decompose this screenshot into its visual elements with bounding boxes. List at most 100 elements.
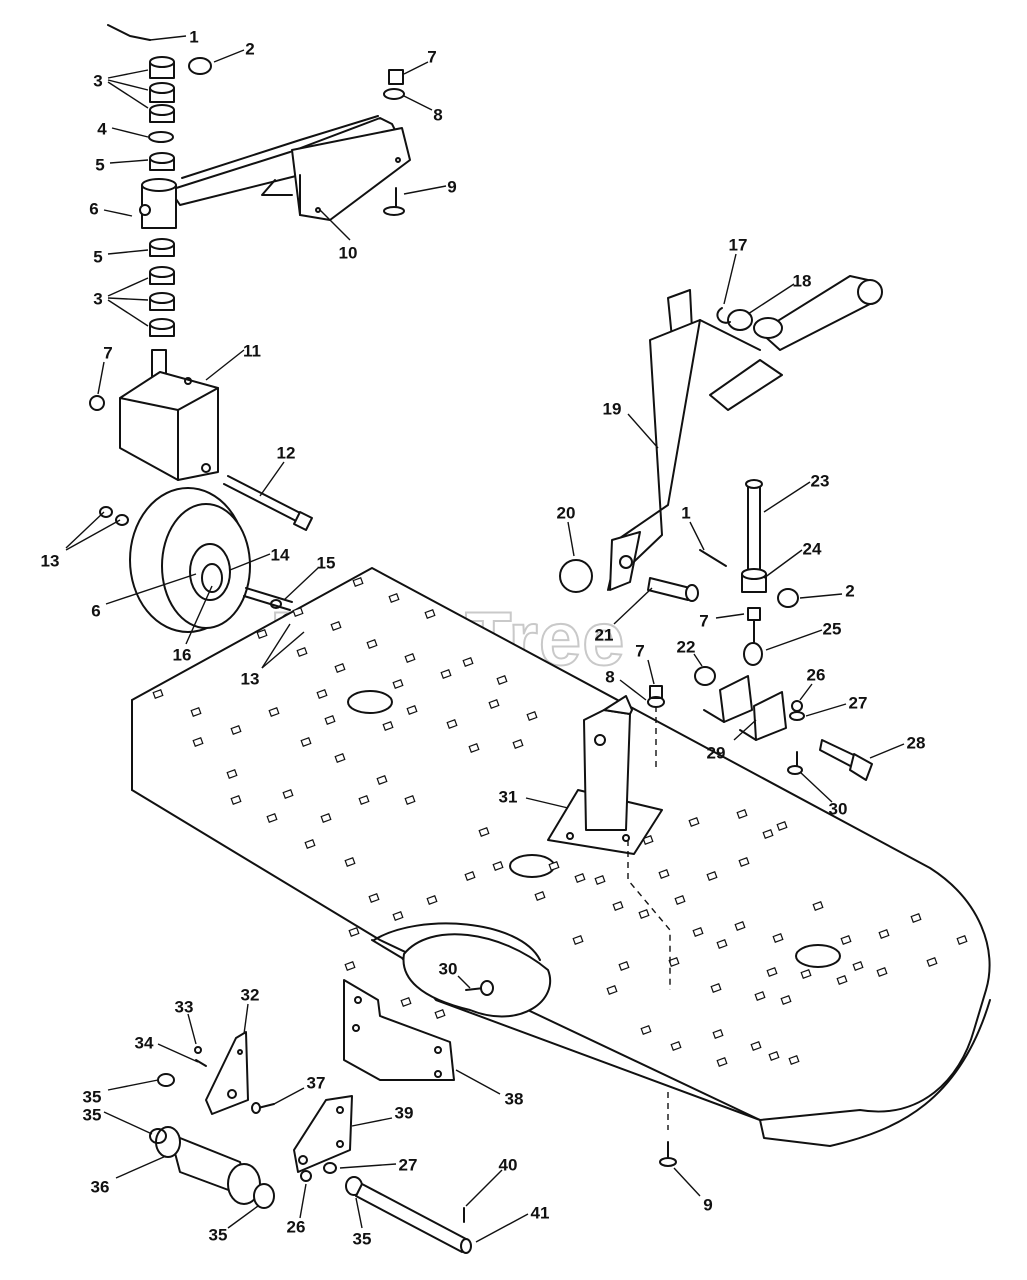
callout-7: 7	[699, 611, 708, 630]
deck-hole	[478, 827, 490, 837]
deck-hole	[736, 809, 748, 819]
leader-line-3	[107, 299, 149, 327]
deck-hole	[192, 737, 204, 747]
leader-line-3	[107, 79, 149, 91]
deck-hole	[574, 873, 586, 883]
leader-line-9	[403, 185, 447, 195]
washer-part-18	[727, 309, 753, 331]
callout-33: 33	[175, 997, 194, 1016]
eyebolt-part-25	[743, 607, 763, 666]
nut-7-washer-8-center	[647, 685, 665, 708]
deck-hole	[706, 871, 718, 881]
deck-hole	[292, 607, 304, 617]
deck-hole	[392, 679, 404, 689]
leader-line-35	[103, 1111, 153, 1135]
leader-line-27	[339, 1163, 397, 1169]
deck-hole	[716, 939, 728, 949]
deck-hole	[776, 821, 788, 831]
leader-line-13	[261, 623, 291, 669]
deck-hole	[424, 609, 436, 619]
leader-line-37	[273, 1087, 305, 1105]
callout-4: 4	[97, 119, 107, 138]
deck-hole	[548, 861, 560, 871]
leader-line-36	[115, 1155, 167, 1179]
deck-hole	[716, 1057, 728, 1067]
leader-line-32	[243, 1003, 249, 1035]
washer-part-35-a	[157, 1073, 175, 1087]
callout-2: 2	[245, 39, 254, 58]
callout-22: 22	[677, 637, 696, 656]
leader-line-13	[65, 519, 121, 551]
leader-line-1	[689, 521, 705, 551]
callout-13: 13	[41, 551, 60, 570]
deck-hole	[426, 895, 438, 905]
leader-line-1	[149, 35, 187, 41]
deck-hole	[152, 689, 164, 699]
callout-41: 41	[531, 1203, 550, 1222]
callout-24: 24	[803, 539, 822, 558]
nut-7-and-washer-8-top	[383, 69, 405, 100]
deck-hole	[368, 893, 380, 903]
deck-hole	[404, 795, 416, 805]
callout-27: 27	[399, 1155, 418, 1174]
deck-hole	[710, 983, 722, 993]
deck-hole	[788, 1055, 800, 1065]
deck-hole	[612, 901, 624, 911]
retaining-ring-part-2a	[188, 57, 212, 75]
deck-hole	[658, 869, 670, 879]
callout-1: 1	[681, 503, 690, 522]
bolt-part-30-center	[465, 980, 494, 996]
deck-hole	[300, 737, 312, 747]
deck-hole	[348, 927, 360, 937]
washer-part-35-c	[253, 1183, 275, 1209]
callout-20: 20	[557, 503, 576, 522]
callout-31: 31	[499, 787, 518, 806]
deck-hole	[434, 1009, 446, 1019]
bolt-part-30-right	[787, 751, 803, 775]
deck-hole	[762, 829, 774, 839]
callout-29: 29	[707, 743, 726, 762]
deck-hole	[910, 913, 922, 923]
callout-39: 39	[395, 1103, 414, 1122]
callout-30: 30	[829, 799, 848, 818]
leader-line-31	[525, 797, 569, 809]
leader-line-25	[765, 629, 823, 651]
deck-hole	[754, 991, 766, 1001]
deck-hole	[400, 997, 412, 1007]
callout-36: 36	[91, 1177, 110, 1196]
leader-line-26	[799, 683, 813, 701]
caster-arm-part-10	[169, 115, 411, 221]
spacer-stack-upper	[148, 56, 175, 171]
nut-part-26-lower	[300, 1170, 312, 1182]
callout-6: 6	[91, 601, 100, 620]
leader-line-14	[229, 553, 271, 571]
callout-28: 28	[907, 733, 926, 752]
deck-hole	[734, 921, 746, 931]
leader-line-7	[97, 361, 105, 395]
callout-38: 38	[505, 1089, 524, 1108]
deck-hole	[404, 653, 416, 663]
callout-18: 18	[793, 271, 812, 290]
leader-line-4	[111, 127, 149, 138]
leader-line-12	[259, 461, 285, 497]
leader-line-35	[227, 1205, 259, 1229]
callout-10: 10	[339, 243, 358, 262]
callout-35: 35	[83, 1087, 102, 1106]
roll-pin-part-1	[107, 24, 151, 41]
callout-16: 16	[173, 645, 192, 664]
deck-hole	[738, 857, 750, 867]
deck-hole	[446, 719, 458, 729]
deck-hole	[526, 711, 538, 721]
deck-hole	[468, 743, 480, 753]
nut-part-33	[194, 1046, 202, 1054]
leader-line-6	[105, 573, 197, 605]
leader-line-35	[355, 1197, 363, 1229]
callout-30: 30	[439, 959, 458, 978]
callout-7: 7	[635, 641, 644, 660]
caster-fork-part-11	[119, 349, 219, 481]
washer-part-27-lower	[323, 1162, 337, 1174]
deck-hole	[618, 961, 630, 971]
